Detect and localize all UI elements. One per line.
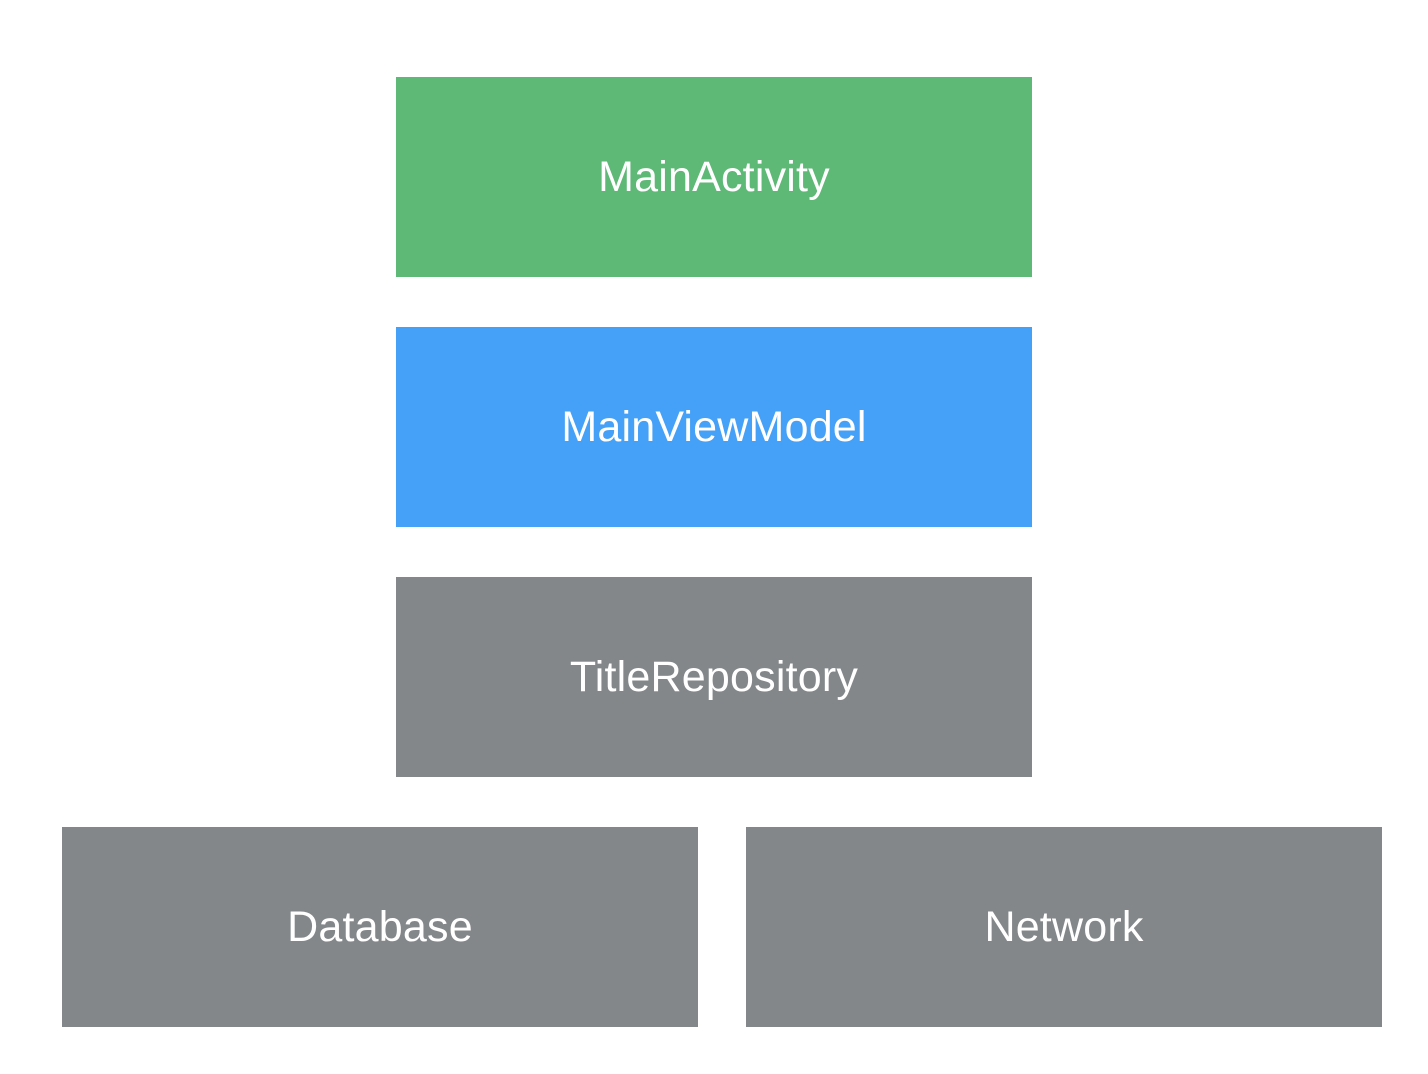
main-activity-box: MainActivity	[396, 77, 1032, 277]
title-repository-box: TitleRepository	[396, 577, 1032, 777]
main-viewmodel-label: MainViewModel	[561, 402, 867, 451]
main-viewmodel-box: MainViewModel	[396, 327, 1032, 527]
network-box: Network	[746, 827, 1382, 1027]
main-activity-label: MainActivity	[598, 152, 830, 201]
database-box: Database	[62, 827, 698, 1027]
network-label: Network	[984, 902, 1144, 951]
database-label: Database	[287, 902, 473, 951]
title-repository-label: TitleRepository	[569, 652, 859, 701]
